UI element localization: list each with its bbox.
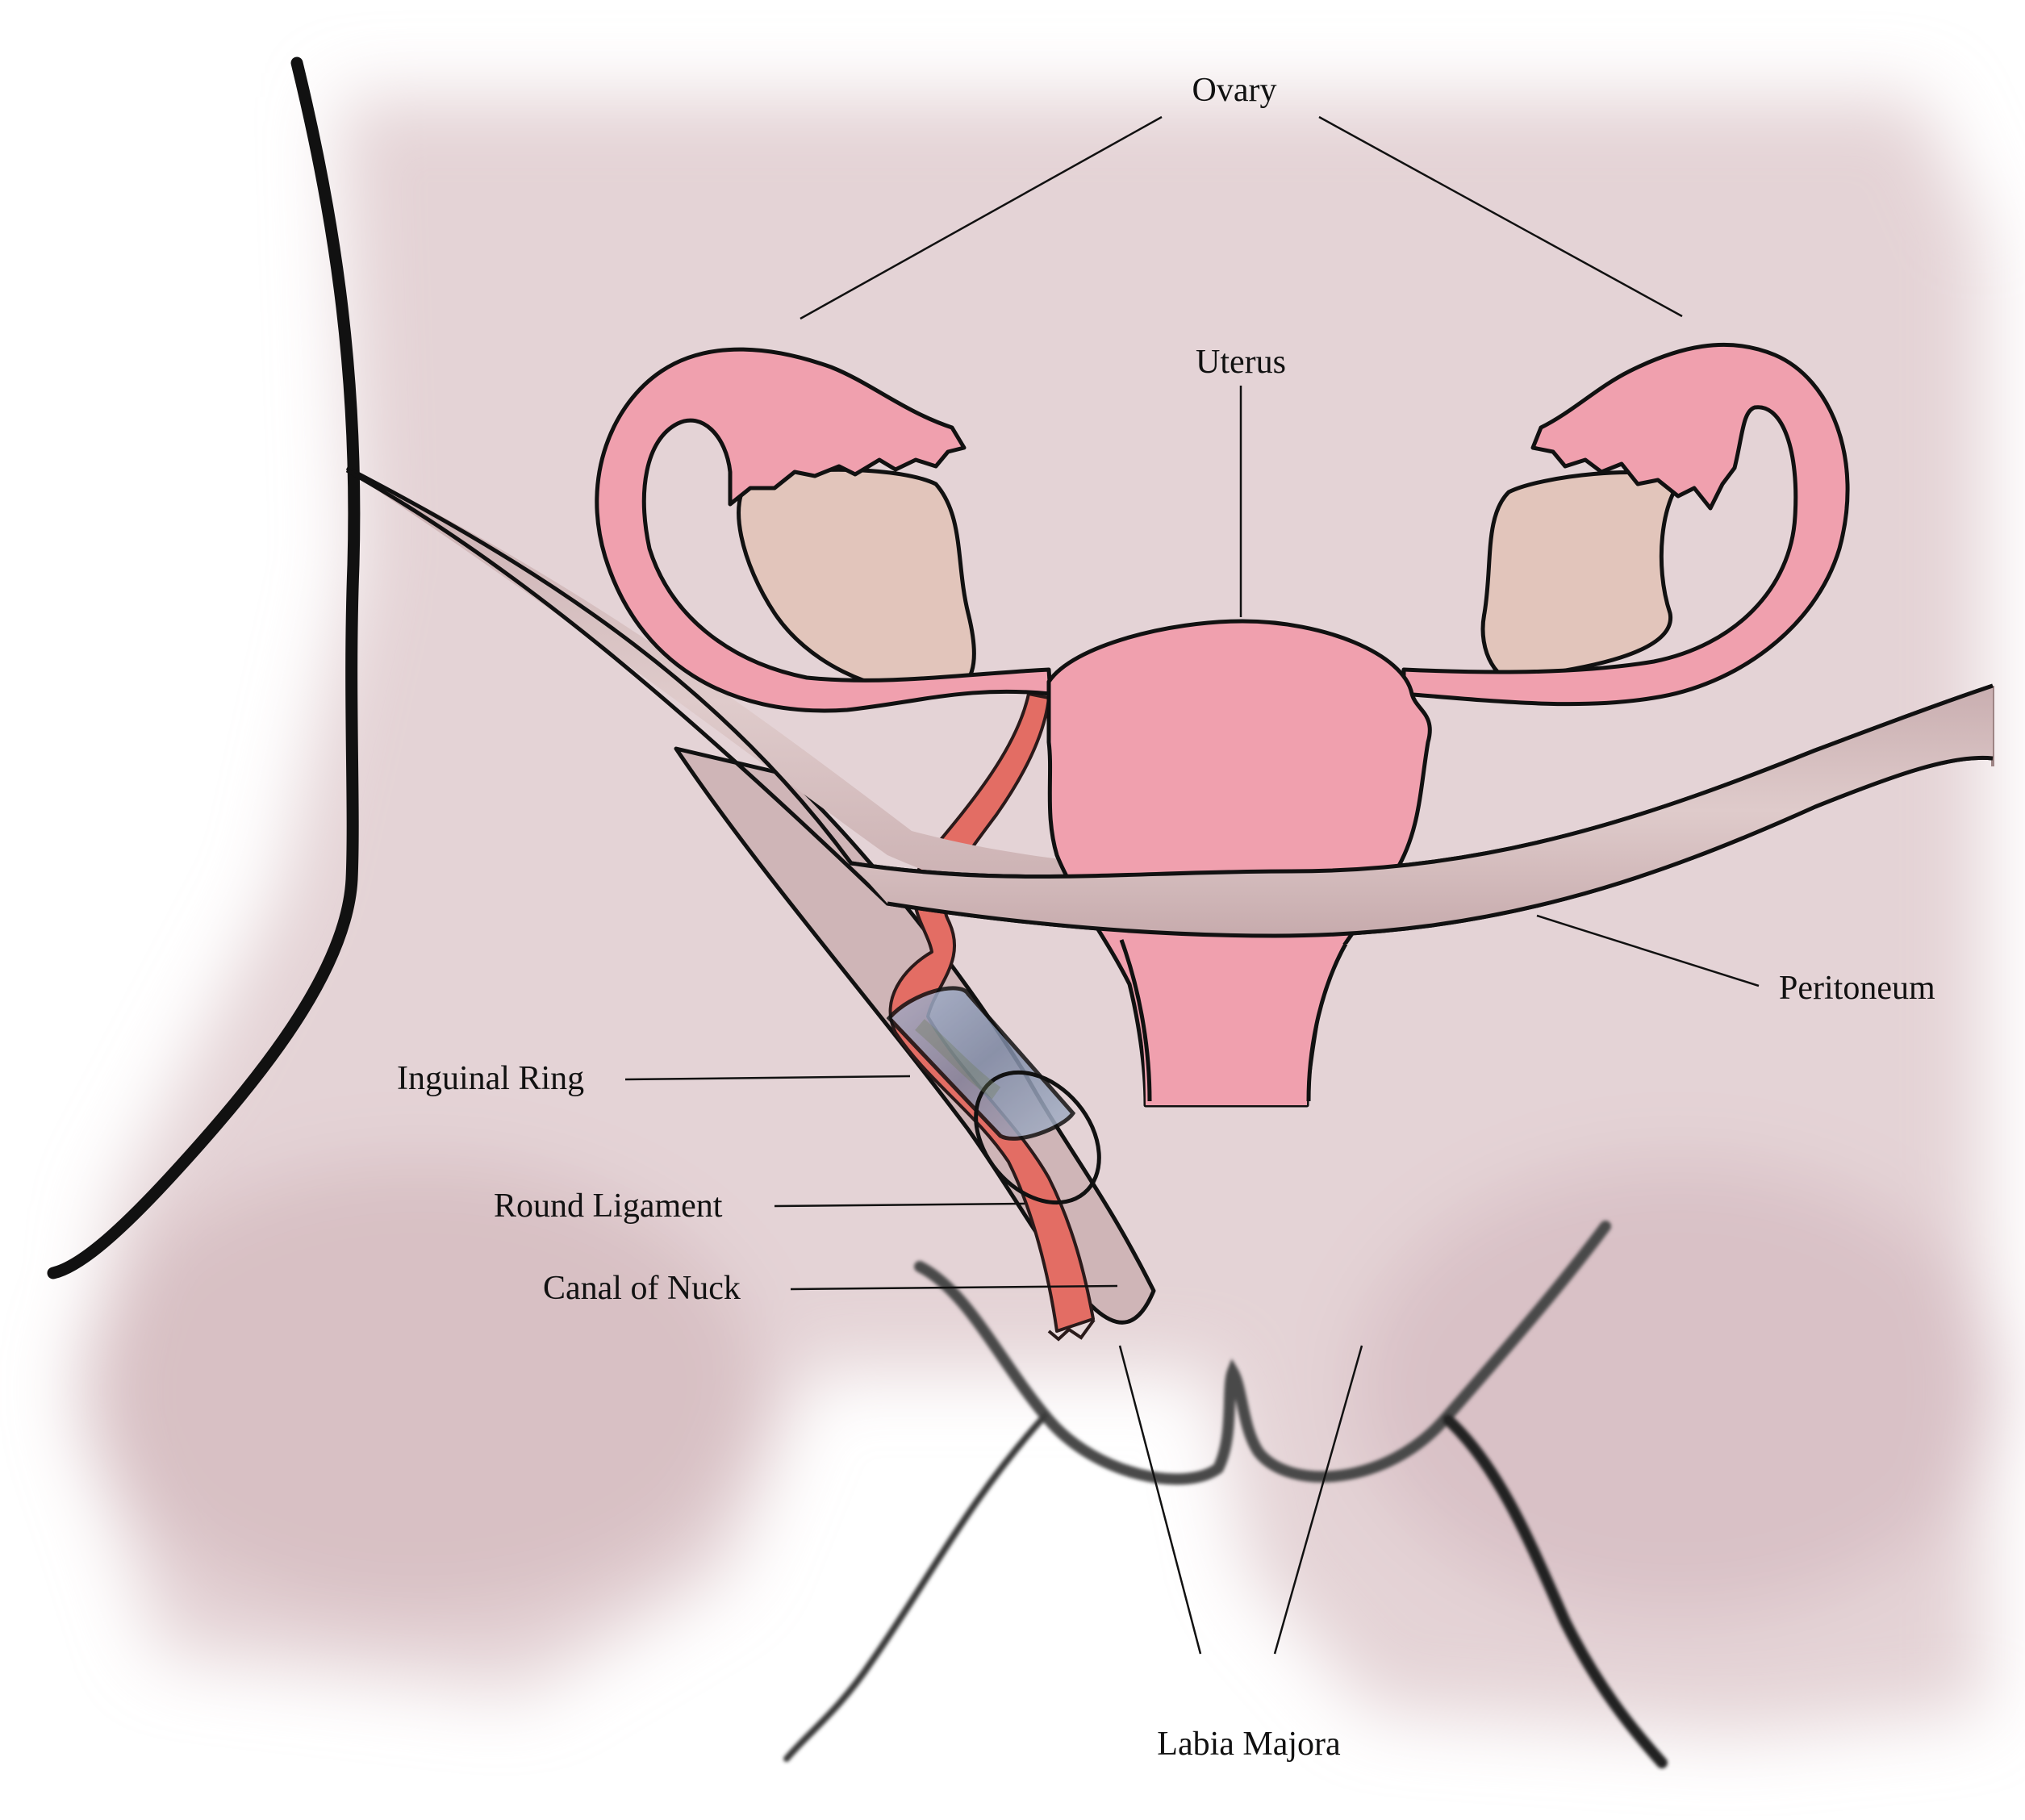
cervix-left-edge — [1119, 939, 1152, 1102]
right-inner-thigh-line — [1443, 1414, 1668, 1768]
ovary-leader-right — [1318, 115, 1683, 318]
peritoneum-label: Peritoneum — [1779, 970, 1935, 1007]
labia-majora-label: Labia Majora — [1157, 1726, 1341, 1763]
leader-lines — [624, 115, 1760, 1655]
inguinal-ring-leader — [624, 1075, 911, 1081]
canal-of-nuck-leader — [790, 1284, 1118, 1291]
ovary-label: Ovary — [1192, 72, 1277, 109]
uterus-label: Uterus — [1196, 344, 1286, 381]
right-thigh-shading — [1355, 1162, 2001, 1613]
round-ligament-leader — [774, 1202, 1025, 1208]
left-fallopian-tube — [595, 347, 1053, 713]
left-thigh-shading — [81, 1162, 758, 1613]
labia-majora-contour — [783, 1221, 1668, 1768]
body-contour-line — [47, 56, 361, 1279]
right-ovary — [1480, 470, 1686, 681]
peritoneum-band-front-lower — [887, 755, 1994, 938]
ovary-leader-left — [800, 115, 1163, 320]
right-fallopian-tube — [1401, 342, 1850, 707]
round-ligament-end — [1047, 1318, 1096, 1342]
inguinal-ring-label: Inguinal Ring — [397, 1060, 584, 1097]
labia-leader-left — [1118, 1345, 1202, 1655]
left-inner-thigh-line — [783, 1413, 1048, 1762]
labia-leader-right — [1273, 1345, 1363, 1655]
round-ligament-label: Round Ligament — [494, 1188, 723, 1225]
peritoneum-band-front-upper — [850, 683, 1994, 879]
cervix-right-edge — [1306, 942, 1348, 1102]
inguinal-ring-opening — [974, 1070, 1101, 1205]
left-ovary — [737, 467, 976, 696]
cervix — [1121, 944, 1347, 1105]
peritoneum-leader — [1536, 914, 1760, 987]
canal-of-nuck-label: Canal of Nuck — [543, 1270, 741, 1307]
peritoneum-band-front — [851, 686, 1993, 936]
inguinal-ring-sleeve — [886, 986, 1101, 1205]
